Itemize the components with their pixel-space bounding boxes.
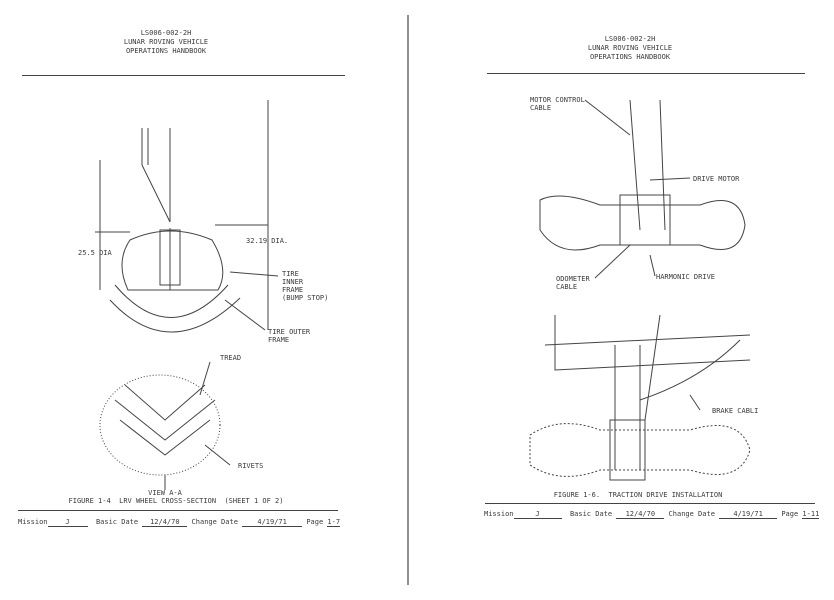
page-number: 1-7 xyxy=(327,518,341,527)
traction-drive-drawing-top xyxy=(539,99,746,279)
label-view-a-a: VIEW A-A xyxy=(148,489,182,497)
change-date-value: 4/19/71 xyxy=(719,510,778,519)
left-footer-rule xyxy=(18,510,338,511)
label-tread: TREAD xyxy=(220,354,242,362)
right-figure-caption: FIGURE 1-6. TRACTION DRIVE INSTALLATION xyxy=(553,491,723,499)
left-figure-caption: FIGURE 1-4 LRV WHEEL CROSS-SECTION (SHEE… xyxy=(68,497,284,505)
label-motor-control-cable: MOTOR CONTROL CABLE xyxy=(530,96,585,112)
left-header-doc-number: LS006-002-2H xyxy=(140,29,192,37)
label-harmonic-drive: HARMONIC DRIVE xyxy=(656,273,716,281)
label-brake-cable: BRAKE CABLI xyxy=(712,407,759,415)
label-odometer-cable: ODOMETER CABLE xyxy=(556,275,590,291)
mission-label: Mission xyxy=(484,510,514,518)
left-header-rule xyxy=(22,75,345,76)
label-tire-outer-frame: TIRE OUTER FRAME xyxy=(268,328,311,344)
mission-label: Mission xyxy=(18,518,48,526)
basic-date-label: Basic Date xyxy=(95,518,139,526)
basic-date-value: 12/4/70 xyxy=(616,510,665,519)
page-label: Page xyxy=(781,510,799,518)
label-25-5-dia: 25.5 DIA xyxy=(78,249,112,257)
right-header-title: LUNAR ROVING VEHICLE xyxy=(587,44,673,52)
right-header-subtitle: OPERATIONS HANDBOOK xyxy=(589,53,671,61)
page-label: Page xyxy=(306,518,324,526)
wheel-cross-section-drawing xyxy=(95,100,279,333)
label-rivets: RIVETS xyxy=(238,462,264,470)
basic-date-value: 12/4/70 xyxy=(142,518,188,527)
label-drive-motor: DRIVE MOTOR xyxy=(693,175,740,183)
mission-value: J xyxy=(47,518,88,527)
change-date-label: Change Date xyxy=(668,510,715,518)
tread-view-drawing xyxy=(99,361,231,490)
change-date-label: Change Date xyxy=(191,518,238,526)
basic-date-label: Basic Date xyxy=(569,510,613,518)
mission-value: J xyxy=(513,510,562,519)
change-date-value: 4/19/71 xyxy=(242,518,303,527)
right-header-rule xyxy=(487,73,805,74)
left-header-subtitle: OPERATIONS HANDBOOK xyxy=(125,47,207,55)
left-header-title: LUNAR ROVING VEHICLE xyxy=(123,38,209,46)
right-header-doc-number: LS006-002-2H xyxy=(604,35,656,43)
page-number: 1-11 xyxy=(802,510,820,519)
right-footer-rule xyxy=(485,503,815,504)
label-32-19-dia: 32.19 DIA. xyxy=(246,237,289,245)
traction-drive-drawing-bottom xyxy=(529,314,751,481)
label-tire-inner-frame: TIRE INNER FRAME (BUMP STOP) xyxy=(282,270,329,302)
